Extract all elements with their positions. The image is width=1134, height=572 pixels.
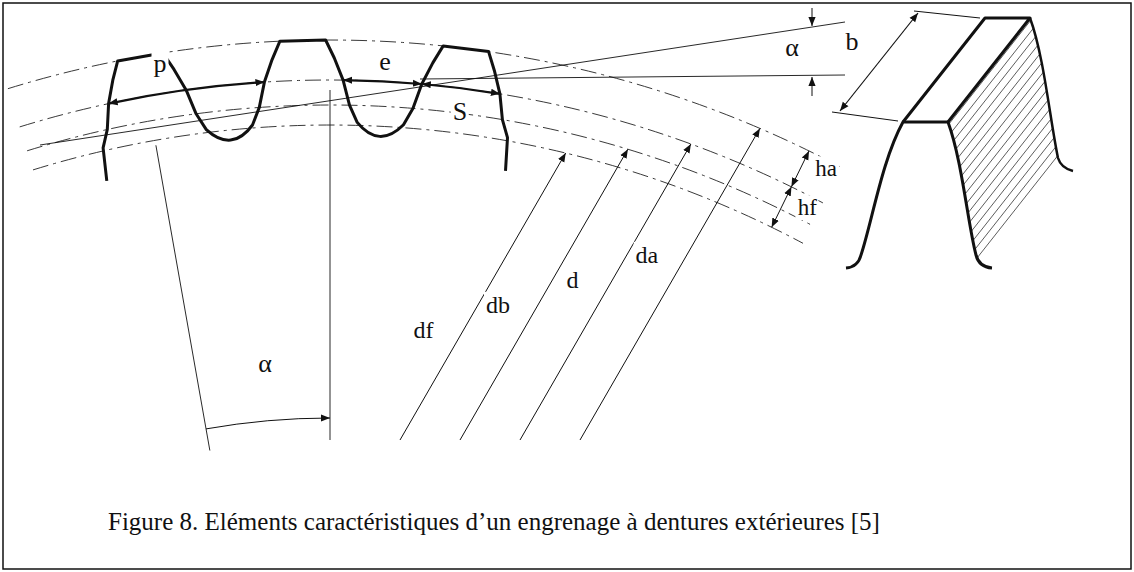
space-label: e xyxy=(377,48,393,77)
pitch-arrow xyxy=(109,82,265,104)
label-holder: ha xyxy=(813,156,839,181)
hatch-line xyxy=(731,0,1103,333)
diameter-label: df xyxy=(412,317,436,343)
hatch-line xyxy=(835,0,1134,415)
hatch-line xyxy=(780,0,1134,372)
label-holder: db xyxy=(484,292,512,318)
pitch-label: p xyxy=(152,50,169,79)
tangent-line xyxy=(420,75,845,79)
hatch-line xyxy=(846,0,1134,424)
gear-group xyxy=(8,40,843,451)
diameter-dimension xyxy=(580,128,760,440)
radial-line xyxy=(330,90,331,440)
diameter-label: db xyxy=(484,292,512,318)
diameter-label: d xyxy=(564,267,580,293)
label-holder: da xyxy=(633,242,660,268)
hatch-line xyxy=(868,0,1134,441)
hatch-line xyxy=(879,0,1134,450)
diameter-dimension xyxy=(400,153,566,440)
diameter-label: da xyxy=(633,242,660,268)
extension-line xyxy=(832,112,898,121)
width-dimension xyxy=(840,13,918,111)
hatch-line xyxy=(753,0,1125,350)
hatch-line xyxy=(791,0,1134,381)
hatch-line xyxy=(769,0,1134,363)
addendum-label: ha xyxy=(813,156,839,181)
label-holder: b xyxy=(844,28,861,57)
hatching xyxy=(731,0,1134,467)
thickness-label: S xyxy=(451,98,469,127)
hatch-line xyxy=(890,0,1134,459)
tooth-back-flank xyxy=(1030,18,1073,171)
hatch-line xyxy=(802,0,1134,389)
line-of-action xyxy=(40,22,845,145)
thickness-arrow xyxy=(422,84,500,94)
tooth-3d xyxy=(731,0,1134,467)
hatch-line xyxy=(896,0,1134,463)
hatch-line xyxy=(819,0,1134,402)
label-holder: e xyxy=(377,48,393,77)
angle-arrow xyxy=(812,77,813,96)
hatch-line xyxy=(747,0,1119,346)
angle-arrow xyxy=(812,8,813,26)
hatch-line xyxy=(841,0,1134,420)
tooth-profile xyxy=(103,40,507,181)
outer-frame xyxy=(3,3,1131,569)
hatch-line xyxy=(758,0,1130,355)
label-holder: p xyxy=(152,50,169,79)
hatch-line xyxy=(863,0,1134,437)
reference-circle xyxy=(33,125,803,243)
hatch-line xyxy=(830,0,1134,411)
hatch-line xyxy=(824,0,1134,407)
hatch-line xyxy=(813,0,1134,398)
radial-line xyxy=(156,145,210,450)
diameter-dimension xyxy=(460,149,628,440)
label-holder: d xyxy=(564,267,580,293)
label-holder: α xyxy=(256,350,274,379)
reference-circle xyxy=(27,105,812,226)
label-holder: df xyxy=(412,317,436,343)
hatch-line xyxy=(874,0,1134,446)
hatch-line xyxy=(885,0,1134,454)
hatch-line xyxy=(852,0,1134,428)
hatch-line xyxy=(808,0,1134,394)
angle-label: α xyxy=(783,34,801,63)
hatch-line xyxy=(901,0,1134,467)
hatch-line xyxy=(736,0,1108,337)
width-label: b xyxy=(844,28,861,57)
dedendum-dimension xyxy=(772,187,792,227)
extension-line xyxy=(914,11,980,18)
label-holder: hf xyxy=(796,195,819,220)
tooth-front-profile xyxy=(846,122,992,268)
hatch-line xyxy=(786,0,1134,376)
hatch-line xyxy=(857,0,1134,433)
reference-circle xyxy=(20,80,825,204)
figure-caption: Figure 8. Eléments caractéristiques d’un… xyxy=(108,508,880,535)
tooth-top-face xyxy=(903,18,1030,122)
label-holder: α xyxy=(783,34,801,63)
angle-arc xyxy=(206,418,330,429)
caption-holder: Figure 8. Eléments caractéristiques d’un… xyxy=(108,508,880,536)
dedendum-label: hf xyxy=(796,195,819,220)
hatch-line xyxy=(764,0,1134,359)
label-holder: S xyxy=(451,98,469,127)
angle-label: α xyxy=(256,350,274,379)
hatch-line xyxy=(797,0,1134,385)
hatch-line xyxy=(775,0,1134,368)
space-arrow xyxy=(343,80,422,84)
hatch-line xyxy=(742,0,1114,342)
addendum-dimension xyxy=(791,151,809,187)
